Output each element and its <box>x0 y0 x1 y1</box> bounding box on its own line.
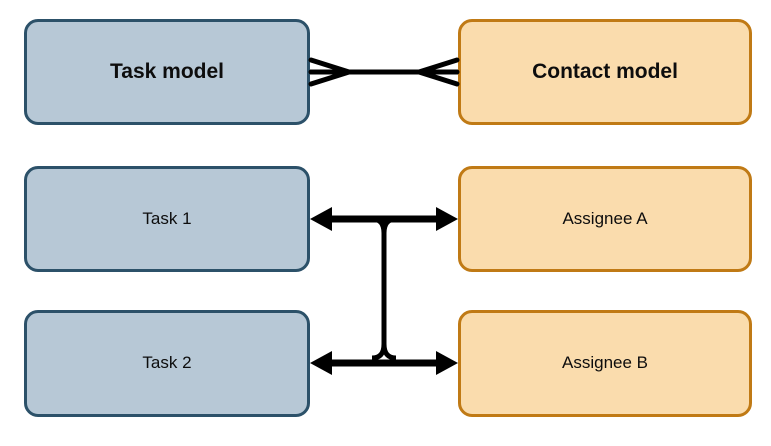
node-task-1[interactable]: Task 1 <box>24 166 310 272</box>
node-assignee-b[interactable]: Assignee B <box>458 310 752 417</box>
node-task-model-label: Task model <box>110 60 224 84</box>
connector-model-relationship[interactable] <box>308 57 460 87</box>
arrowhead-right-icon <box>436 351 458 375</box>
arrowhead-right-icon <box>436 207 458 231</box>
node-contact-model-label: Contact model <box>532 60 678 84</box>
node-assignee-a[interactable]: Assignee A <box>458 166 752 272</box>
spine-right-fillet <box>381 216 397 361</box>
node-task-2[interactable]: Task 2 <box>24 310 310 417</box>
connector-task1-assignee-a-link[interactable] <box>310 207 458 231</box>
arrowhead-left-icon <box>310 207 332 231</box>
node-assignee-a-label: Assignee A <box>562 208 648 228</box>
node-task-1-label: Task 1 <box>142 208 192 228</box>
crows-foot-right-icon <box>416 57 460 87</box>
arrowhead-left-icon <box>310 351 332 375</box>
node-task-model[interactable]: Task model <box>24 19 310 125</box>
node-contact-model[interactable]: Contact model <box>458 19 752 125</box>
node-task-2-label: Task 2 <box>142 353 192 373</box>
spine-left-fillet <box>371 216 387 361</box>
node-assignee-b-label: Assignee B <box>562 353 648 373</box>
connector-task2-assignee-b-link[interactable] <box>310 351 458 375</box>
crows-foot-left-icon <box>308 57 352 87</box>
connector-instance-join-spine[interactable] <box>371 216 397 361</box>
